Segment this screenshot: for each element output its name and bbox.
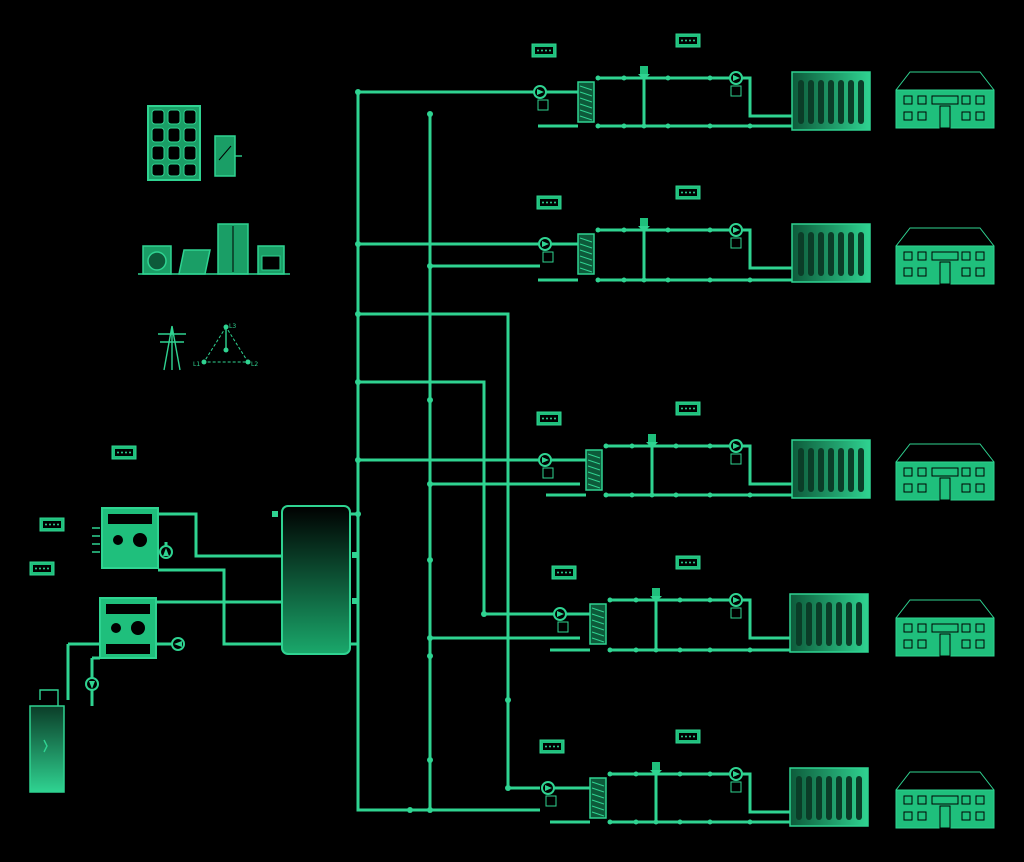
tumble-dryer-icon	[178, 249, 211, 275]
ground-well-icon	[29, 689, 65, 793]
pump-icon	[171, 637, 185, 651]
pump-icon	[159, 545, 173, 559]
heat-exchanger-icon	[577, 81, 595, 123]
house-icon	[895, 71, 995, 129]
controller-icon	[536, 411, 562, 426]
heating-circuit	[550, 555, 995, 657]
controller-icon	[675, 555, 701, 570]
power-pylon-icon	[158, 325, 186, 371]
phase-label-l3: L3	[229, 323, 236, 330]
oven-icon	[257, 245, 285, 275]
pump-icon	[729, 223, 743, 249]
heating-circuit	[531, 33, 995, 131]
solar-panel-icon	[147, 105, 201, 181]
controller-icon	[29, 561, 55, 576]
controller-icon	[39, 517, 65, 532]
mixing-valve-icon	[650, 588, 662, 602]
pump-icon	[85, 677, 99, 691]
heating-circuit	[539, 729, 995, 829]
mixing-valve-icon	[638, 66, 650, 80]
pump-icon	[541, 781, 557, 807]
heat-pump-icon	[92, 507, 159, 569]
radiator-icon	[791, 223, 871, 283]
pump-icon	[729, 439, 743, 465]
controller-icon	[675, 33, 701, 48]
mixing-valve-icon	[646, 434, 658, 448]
pump-icon	[538, 453, 554, 479]
phase-label-l2: L2	[251, 361, 258, 368]
controller-icon	[551, 565, 577, 580]
pump-icon	[729, 593, 743, 619]
mixing-valve-icon	[650, 762, 662, 776]
house-icon	[895, 771, 995, 829]
house-icon	[895, 227, 995, 285]
heat-exchanger-icon	[589, 603, 607, 645]
controller-icon	[675, 401, 701, 416]
controller-icon	[675, 729, 701, 744]
heat-exchanger-icon	[585, 449, 603, 491]
house-icon	[895, 443, 995, 501]
buffer-tank-icon	[272, 505, 358, 655]
controller-icon	[536, 195, 562, 210]
pump-icon	[729, 71, 743, 97]
phase-label-l1: L1	[193, 361, 200, 368]
heat-exchanger-icon	[589, 777, 607, 819]
pump-icon	[553, 607, 569, 633]
controller-icon	[531, 43, 557, 58]
pump-icon	[729, 767, 743, 793]
controller-icon	[539, 739, 565, 754]
heat-exchanger-icon	[577, 233, 595, 275]
washing-machine-icon	[142, 245, 172, 275]
heating-circuit	[536, 401, 995, 501]
radiator-icon	[791, 439, 871, 499]
radiator-icon	[791, 71, 871, 131]
radiator-icon	[789, 767, 869, 827]
fridge-icon	[217, 223, 249, 275]
controller-icon	[675, 185, 701, 200]
heat-pump-icon	[99, 597, 157, 659]
pump-icon	[533, 85, 549, 111]
controller-icon	[111, 445, 137, 460]
inverter-icon	[214, 135, 242, 177]
mixing-valve-icon	[638, 218, 650, 232]
pump-icon	[538, 237, 554, 263]
three-phase-grid-icon: L1 L2 L3	[193, 323, 258, 368]
house-icon	[895, 599, 995, 657]
radiator-icon	[789, 593, 869, 653]
heating-circuit	[536, 185, 995, 285]
